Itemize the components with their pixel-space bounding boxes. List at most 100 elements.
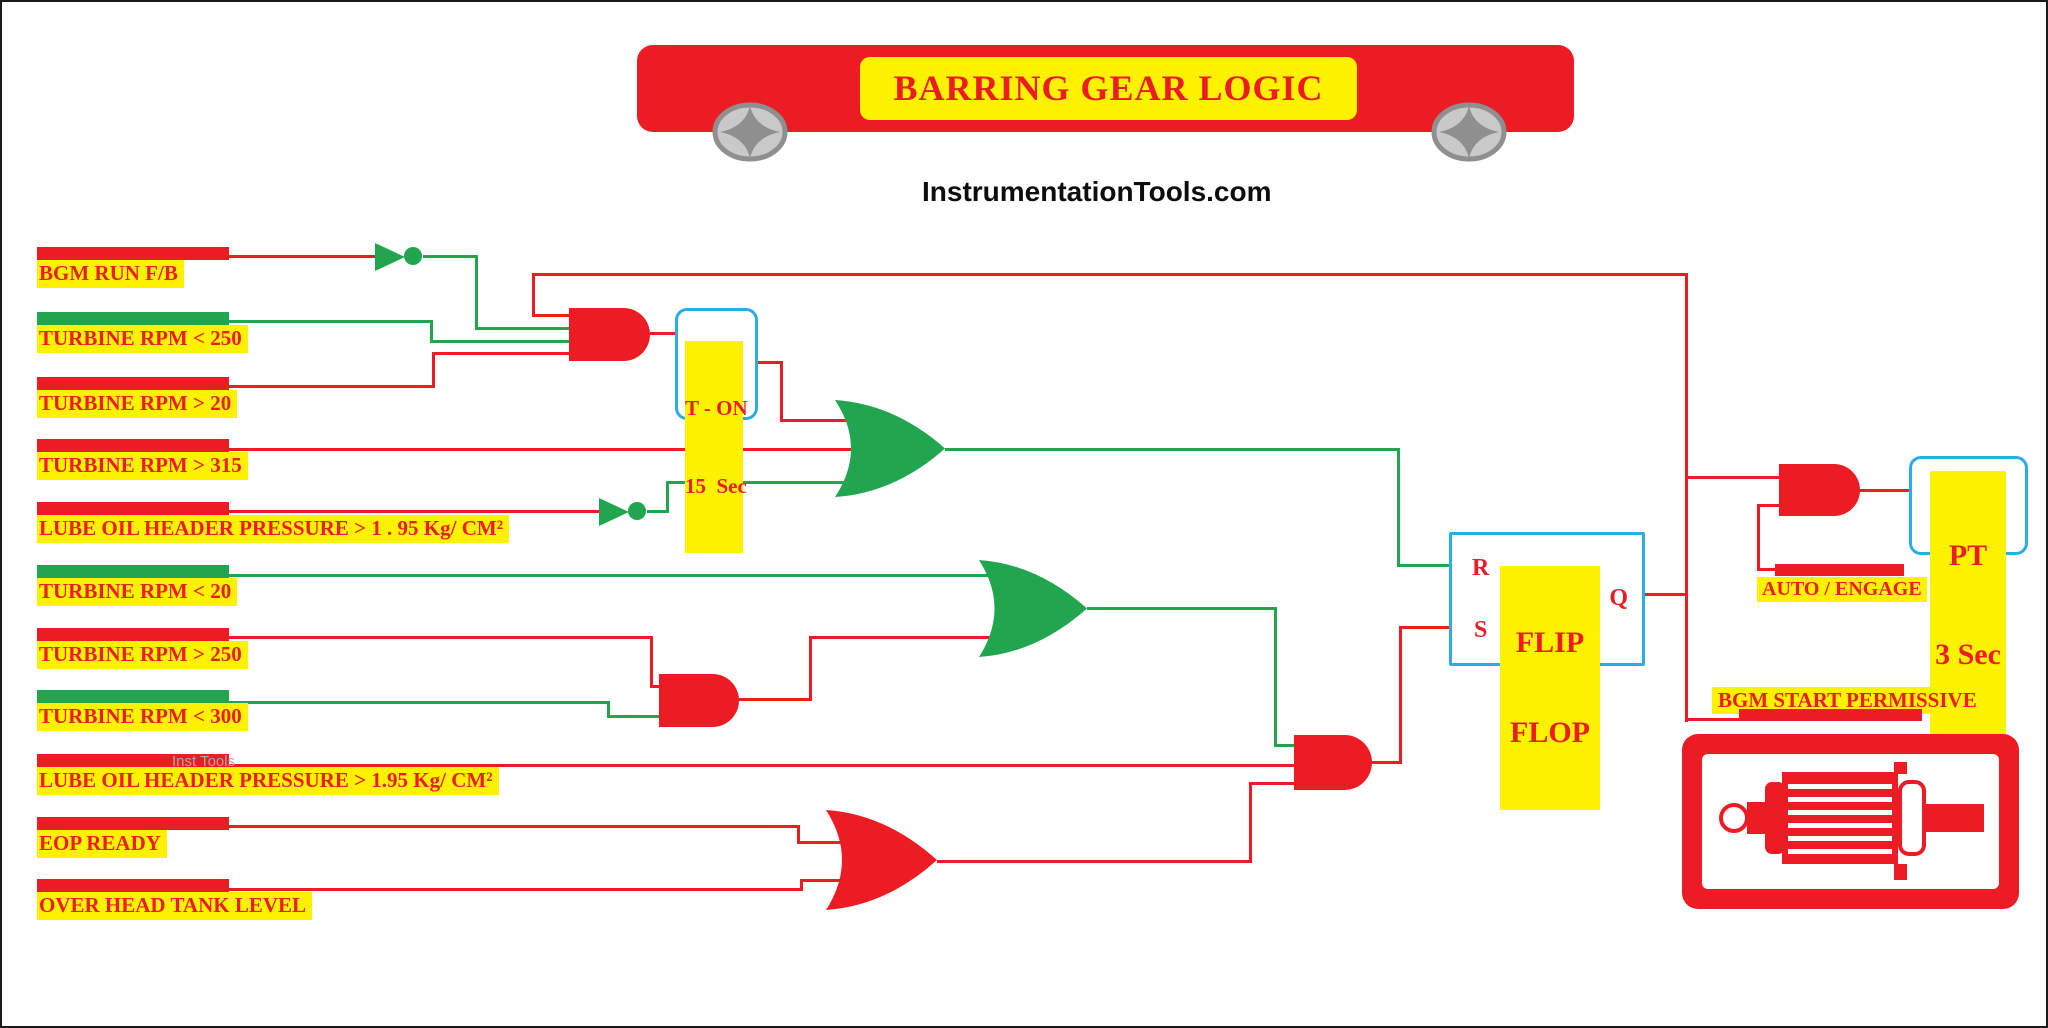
screw-icon bbox=[1431, 102, 1507, 162]
input-bar-rpm-gt-315 bbox=[37, 439, 229, 452]
wire-segment bbox=[1685, 718, 1742, 721]
wire-segment bbox=[1639, 593, 1685, 596]
wire-segment bbox=[650, 636, 653, 688]
input-label-rpm-lt-300: TURBINE RPM < 300 bbox=[37, 703, 248, 731]
motor-icon bbox=[1719, 762, 1984, 880]
and-gate-icon bbox=[659, 674, 739, 727]
input-label-lube-oil-1: LUBE OIL HEADER PRESSURE > 1 . 95 Kg/ CM… bbox=[37, 515, 509, 543]
wire-segment bbox=[1397, 564, 1452, 567]
diagram-title: BARRING GEAR LOGIC bbox=[860, 57, 1357, 120]
wire-segment bbox=[229, 825, 800, 828]
wire-segment bbox=[1087, 607, 1277, 610]
wire-segment bbox=[432, 352, 572, 355]
wire-segment bbox=[809, 636, 997, 639]
wire-segment bbox=[1399, 626, 1452, 629]
wire-segment bbox=[800, 879, 803, 891]
wire-segment bbox=[430, 320, 433, 343]
flip-flop-label-line1: FLIP bbox=[1515, 626, 1585, 659]
input-bar-lube-oil-2 bbox=[37, 754, 229, 767]
flip-flop-s-input: S bbox=[1474, 617, 1488, 643]
wire-segment bbox=[229, 888, 803, 891]
input-label-rpm-lt-20: TURBINE RPM < 20 bbox=[37, 578, 238, 606]
wire-segment bbox=[532, 314, 572, 317]
bgm-start-permissive-bar bbox=[1739, 709, 1922, 721]
on-delay-timer-box: T - ON 15 Sec bbox=[675, 308, 758, 553]
wire-segment bbox=[650, 332, 678, 335]
wire-segment bbox=[1757, 568, 1779, 571]
wire-segment bbox=[607, 701, 610, 718]
wire-segment bbox=[647, 510, 669, 513]
wire-segment bbox=[780, 419, 855, 422]
input-bar-rpm-lt-20 bbox=[37, 565, 229, 578]
wire-segment bbox=[229, 764, 1299, 767]
wire-segment bbox=[1249, 782, 1297, 785]
wire-segment bbox=[229, 510, 601, 513]
wire-segment bbox=[1372, 761, 1402, 764]
not-gate-icon bbox=[375, 243, 405, 271]
input-label-overhead-tank: OVER HEAD TANK LEVEL bbox=[37, 892, 313, 920]
website-watermark: InstrumentationTools.com bbox=[922, 176, 1272, 207]
wire-segment bbox=[1399, 626, 1402, 764]
auto-engage-bar bbox=[1775, 564, 1904, 576]
wire-segment bbox=[1274, 607, 1277, 747]
timer-on-label-line2: 15 Sec bbox=[685, 474, 747, 498]
input-bar-lube-oil-1 bbox=[37, 502, 229, 515]
wire-segment bbox=[229, 255, 378, 258]
flip-flop-label-line2: FLOP bbox=[1510, 716, 1590, 749]
wire-segment bbox=[1757, 504, 1760, 571]
input-bar-rpm-lt-250 bbox=[37, 312, 229, 325]
or-gate-icon bbox=[979, 560, 1087, 657]
wire-segment bbox=[229, 448, 857, 451]
input-bar-rpm-lt-300 bbox=[37, 690, 229, 703]
wire-segment bbox=[229, 701, 610, 704]
input-label-eop-ready: EOP READY bbox=[37, 830, 167, 858]
wire-segment bbox=[797, 841, 849, 844]
wire-segment bbox=[1274, 744, 1302, 747]
barring-gear-motor-frame bbox=[1682, 734, 2019, 909]
or-gate-icon bbox=[835, 400, 945, 497]
input-bar-eop-ready bbox=[37, 817, 229, 830]
flip-flop-box: R S Q FLIP FLOP bbox=[1449, 532, 1645, 810]
wire-segment bbox=[430, 340, 572, 343]
auto-engage-label: AUTO / ENGAGE bbox=[1757, 577, 1927, 602]
small-watermark: Inst Tools bbox=[172, 753, 236, 770]
wire-segment bbox=[937, 860, 1252, 863]
wire-segment bbox=[532, 273, 535, 317]
input-label-rpm-gt-20: TURBINE RPM > 20 bbox=[37, 390, 238, 418]
input-label-bgm-run-fb: BGM RUN F/B bbox=[37, 260, 184, 288]
wire-segment bbox=[229, 385, 435, 388]
wire-segment bbox=[432, 354, 435, 388]
wire-segment bbox=[800, 879, 850, 882]
and-gate-icon bbox=[1779, 464, 1860, 516]
wire-segment bbox=[797, 825, 800, 844]
not-gate-bubble-icon bbox=[628, 502, 646, 520]
wire-segment bbox=[532, 273, 1688, 276]
wire-segment bbox=[1249, 782, 1252, 863]
wire-segment bbox=[423, 255, 478, 258]
wire-segment bbox=[1685, 273, 1688, 722]
wire-segment bbox=[475, 255, 478, 330]
wire-segment bbox=[1757, 504, 1782, 507]
wire-segment bbox=[752, 361, 783, 364]
motor-panel bbox=[1702, 754, 1999, 889]
wire-segment bbox=[1860, 489, 1912, 492]
input-label-lube-oil-2: LUBE OIL HEADER PRESSURE > 1.95 Kg/ CM² bbox=[37, 767, 499, 795]
and-gate-icon bbox=[569, 308, 650, 361]
input-label-rpm-gt-315: TURBINE RPM > 315 bbox=[37, 452, 248, 480]
pulse-timer-label-line2: 3 Sec bbox=[1935, 638, 2001, 671]
wire-segment bbox=[229, 636, 653, 639]
wire-segment bbox=[780, 361, 783, 422]
timer-on-label-line1: T - ON bbox=[685, 396, 748, 420]
pulse-timer-box: PT 3 Sec bbox=[1909, 456, 2028, 739]
input-label-rpm-lt-250: TURBINE RPM < 250 bbox=[37, 325, 248, 353]
pulse-timer-label-line1: PT bbox=[1948, 539, 1988, 572]
wire-segment bbox=[1685, 476, 1782, 479]
wire-segment bbox=[229, 574, 997, 577]
wire-segment bbox=[809, 636, 812, 701]
or-gate-icon bbox=[826, 810, 937, 910]
not-gate-icon bbox=[599, 498, 629, 526]
wire-segment bbox=[475, 327, 572, 330]
flip-flop-r-input: R bbox=[1472, 555, 1490, 581]
not-gate-bubble-icon bbox=[404, 247, 422, 265]
